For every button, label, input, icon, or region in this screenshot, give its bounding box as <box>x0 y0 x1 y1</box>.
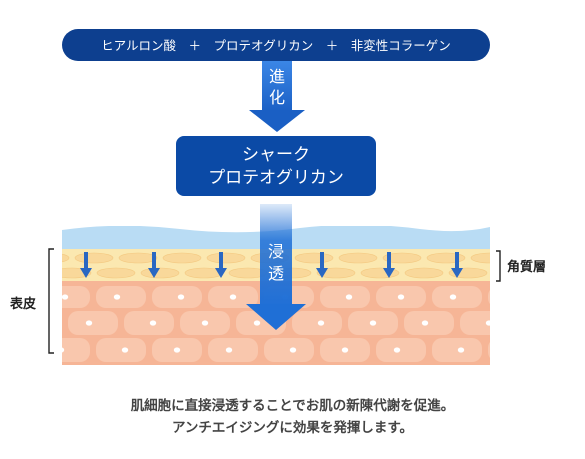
cell-nucleus <box>229 294 237 300</box>
caption-line-1: 肌細胞に直接浸透することでお肌の新陳代謝を促進。 <box>130 398 455 414</box>
epidermis-cell <box>488 290 490 304</box>
cell-nucleus <box>201 320 209 326</box>
penetrate-arrow-text-1: 浸 <box>268 242 284 261</box>
cell-nucleus <box>341 347 349 353</box>
epidermis-cell <box>292 311 342 335</box>
epidermis-label: 表皮 <box>9 296 36 312</box>
epidermis-cell <box>62 338 90 362</box>
epidermis-cell <box>208 338 258 362</box>
epidermis-cell <box>152 286 202 308</box>
product-box-line-2: プロテオグリカン <box>208 168 344 188</box>
ingredients-label: ヒアルロン酸 ＋ プロテオグリカン ＋ 非変性コラーゲン <box>101 38 451 53</box>
epidermis-cell <box>62 286 90 308</box>
epidermis-cell <box>432 338 482 362</box>
stratum-corneum-label: 角質層 <box>507 259 546 275</box>
epidermis-cell <box>124 311 174 335</box>
stratum-cell <box>382 252 422 264</box>
cell-nucleus <box>397 294 405 300</box>
epidermis-cell <box>96 286 146 308</box>
stratum-cell <box>74 252 114 264</box>
cell-nucleus <box>177 294 185 300</box>
stratum-cell <box>206 252 246 264</box>
caption-line-2: アンチエイジングに効果を発揮します。 <box>171 420 414 436</box>
epidermis-cells <box>62 286 520 362</box>
epidermis-cell <box>320 286 370 308</box>
cell-nucleus <box>421 320 429 326</box>
evolve-arrow-text-2: 化 <box>269 88 285 107</box>
cell-nucleus <box>289 347 297 353</box>
cell-nucleus <box>514 294 520 299</box>
epidermis-cell <box>264 338 314 362</box>
stratum-cell <box>96 267 136 279</box>
stratum-cell <box>404 267 444 279</box>
stratum-cell <box>470 252 490 264</box>
small-down-arrow <box>80 252 92 278</box>
stratum-cell <box>140 267 180 279</box>
epidermis-cell <box>96 338 146 362</box>
cell-nucleus <box>121 347 129 353</box>
cell-nucleus <box>485 320 490 326</box>
stratum-cell <box>62 253 70 263</box>
cell-nucleus <box>85 320 93 326</box>
epidermis-cell <box>404 311 454 335</box>
cell-nucleus <box>113 294 121 300</box>
penetration-small-arrows <box>80 252 463 278</box>
skin-cross-section <box>62 226 520 365</box>
cell-nucleus <box>457 347 465 353</box>
ingredients-pill <box>62 29 490 61</box>
stratum-cell <box>162 252 202 264</box>
epidermis-bracket <box>48 248 54 354</box>
cell-nucleus <box>173 347 181 353</box>
cell-nucleus <box>62 294 69 300</box>
cell-nucleus <box>393 347 401 353</box>
product-box <box>176 136 376 196</box>
stratum-corneum-bracket <box>496 250 501 282</box>
cell-nucleus <box>369 320 377 326</box>
epidermis-cell <box>488 342 490 358</box>
cell-nucleus <box>345 294 353 300</box>
epidermis-cell <box>68 311 118 335</box>
evolve-arrow-text-1: 進 <box>269 67 285 86</box>
epidermis-cell <box>460 311 490 335</box>
stratum-cell <box>118 252 158 264</box>
small-down-arrow <box>451 252 463 278</box>
penetrate-arrow-text-2: 透 <box>268 264 284 283</box>
epidermis-cell <box>432 286 482 308</box>
caption: 肌細胞に直接浸透することでお肌の新陳代謝を促進。 アンチエイジングに効果を発揮し… <box>0 395 585 439</box>
cell-nucleus <box>317 320 325 326</box>
cell-nucleus <box>62 347 65 353</box>
stratum-cell <box>294 252 334 264</box>
cell-nucleus <box>225 347 233 353</box>
small-down-arrow <box>148 252 160 278</box>
small-down-arrow <box>383 252 395 278</box>
product-box-line-1: シャーク <box>242 145 310 165</box>
cell-nucleus <box>149 320 157 326</box>
stratum-cell <box>426 252 466 264</box>
penetrate-arrow: 浸 透 <box>246 204 306 330</box>
small-down-arrow <box>316 252 328 278</box>
cell-nucleus <box>510 347 516 352</box>
cell-nucleus <box>253 320 261 326</box>
evolve-arrow: 進 化 <box>249 61 305 132</box>
cell-nucleus <box>449 294 457 300</box>
stratum-cell <box>338 252 378 264</box>
epidermis-cell <box>376 338 426 362</box>
small-down-arrow <box>215 252 227 278</box>
